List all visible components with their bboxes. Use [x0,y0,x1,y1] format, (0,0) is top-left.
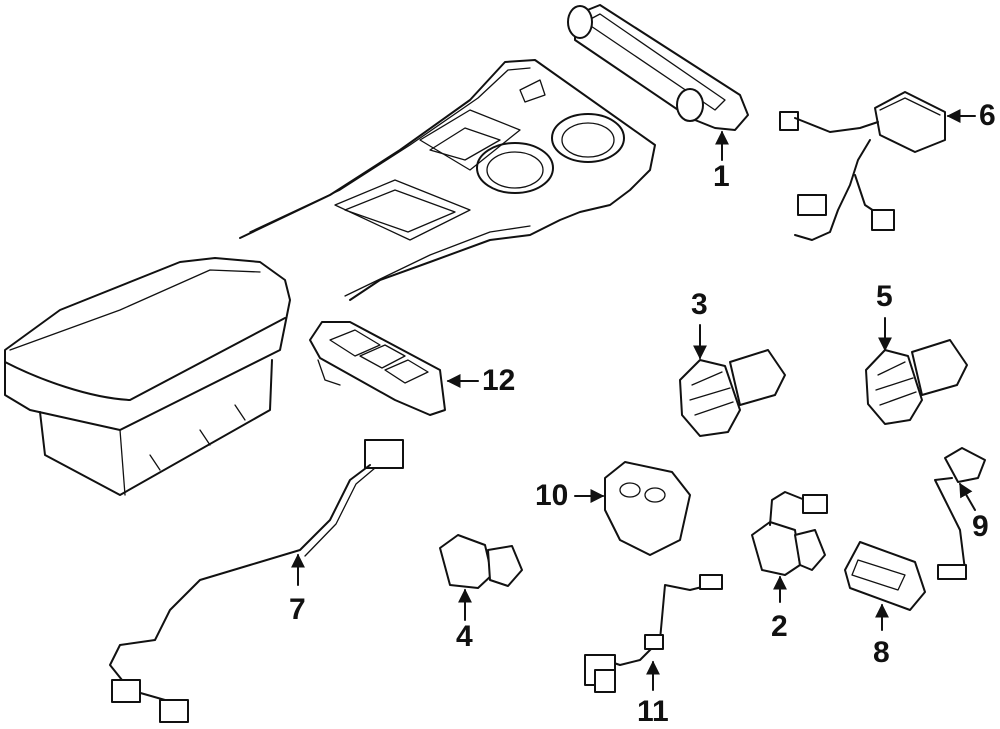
part-8-switch [844,541,926,611]
part-3-knob [679,349,786,437]
part-4-socket [439,534,523,589]
callout-3: 3 [691,288,708,321]
callout-8: 8 [873,636,890,669]
part-10-switch [604,461,691,556]
callout-9: 9 [972,510,989,543]
callout-10: 10 [535,479,569,512]
part-1-top-bezel [567,4,749,131]
callout-7: 7 [289,593,306,626]
callout-5: 5 [876,280,893,313]
callout-6: 6 [979,99,996,132]
callout-2: 2 [771,610,788,643]
arrow-9 [959,482,976,511]
console-trim-panel [239,59,656,301]
callout-12: 12 [482,364,516,397]
armrest-assembly [4,257,291,496]
leader-arrows [291,109,976,691]
callout-11: 11 [637,695,669,728]
callout-4: 4 [456,620,473,653]
part-12-switch-bank [309,321,446,416]
part-9-sensor [934,447,986,580]
part-7-harness [109,439,404,723]
part-5-knob [865,339,968,425]
part-6-wiring-harness [779,91,946,241]
part-2-socket [751,491,828,576]
part-11-harness [584,574,723,693]
callout-1: 1 [713,160,730,193]
